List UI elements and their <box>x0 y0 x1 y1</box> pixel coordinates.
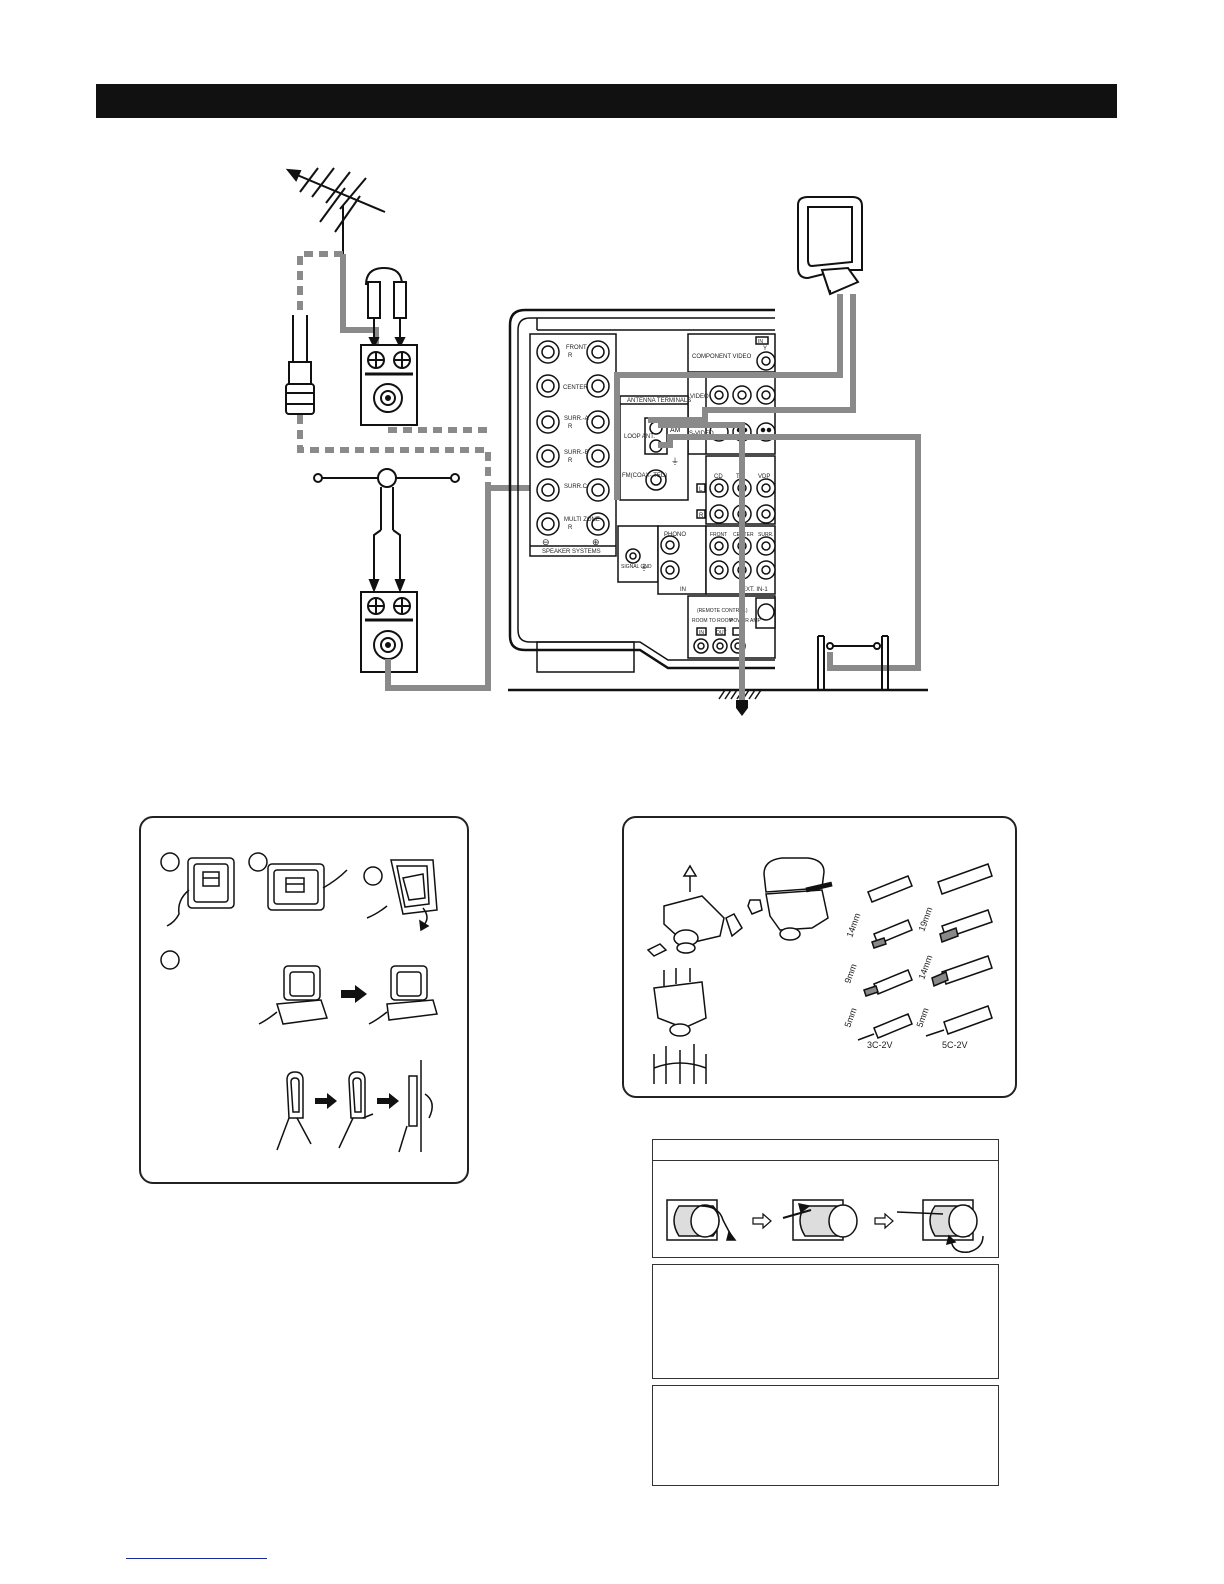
loop-step-d-illustration <box>258 965 438 1025</box>
am-label: AM <box>670 427 681 434</box>
am-loop-antenna <box>797 196 863 296</box>
coax-5c-2v-strip-sequence <box>925 863 993 1037</box>
antenna-terminals-label: ANTENNA TERMINALS <box>627 398 691 404</box>
step-c-marker <box>363 866 383 886</box>
remote-out-label: OUT <box>716 630 727 636</box>
terminal-connection-header <box>653 1140 998 1161</box>
cd-label: CD <box>714 474 723 480</box>
ext-front-label: FRONT <box>710 532 727 538</box>
remote-control-label: (REMOTE CONTROL) <box>697 608 748 614</box>
terminal-step-2-illustration <box>782 1199 858 1241</box>
speaker-label-front: FRONT <box>566 345 587 351</box>
video-label: VIDEO <box>690 394 709 400</box>
matching-transformer-upper <box>360 344 418 426</box>
polarity-plus: ⊕ <box>592 537 600 547</box>
cable-3c-2v-label: 3C-2V <box>867 1040 893 1050</box>
strip-3c-length-1: 14mm <box>844 912 862 939</box>
speaker-label-surr-c: SURR.C <box>564 484 588 490</box>
outdoor-fm-antenna <box>285 167 386 254</box>
speaker-badge-surr-b: R <box>568 458 573 464</box>
loop-step-c-illustration <box>366 859 438 932</box>
strip-5c-length-2: 14mm <box>916 954 934 981</box>
am-ground-symbol: ⏚ <box>671 457 679 466</box>
strip-5c-length-1: 19mm <box>916 906 934 933</box>
section-header-bar <box>96 84 1117 118</box>
remote-in-label: IN <box>699 630 704 636</box>
f-plug-assembled-illustration <box>653 968 707 1084</box>
coax-cable-preparation-panel: 14mm 9mm 5mm 19mm 14mm 5mm 3C-2V 5C-2V <box>622 816 1017 1098</box>
power-amp-label: POWER AMP <box>730 618 762 624</box>
room-to-room-label: ROOM TO ROOM <box>692 618 733 624</box>
matching-transformer-lower <box>360 591 418 673</box>
phono-in-label: IN <box>680 587 686 593</box>
loop-ant-label: LOOP ANT. <box>624 434 655 440</box>
component-y-label: Y <box>763 346 767 352</box>
strip-3c-length-3: 5mm <box>842 1006 858 1028</box>
loop-step-a-illustration <box>166 857 235 927</box>
left-badge: L <box>699 487 703 493</box>
antenna-connection-diagram: FRONT R CENTER SURR.-A R SURR.-B R SURR.… <box>285 167 928 716</box>
coax-3c-2v-strip-sequence <box>857 875 913 1041</box>
ext-surr-label: SURR. <box>758 532 774 538</box>
note-box-lower <box>652 1385 999 1486</box>
antenna-terminals-block <box>619 395 689 501</box>
fm-coaxial-label: FM(COAX- TED) <box>622 473 667 479</box>
speaker-terminal-block <box>529 333 617 557</box>
note-box-upper <box>652 1264 999 1379</box>
loop-antenna-assembly-panel <box>139 816 469 1184</box>
right-badge: R <box>699 513 704 519</box>
speaker-label-surr-a: SURR.-A <box>564 416 589 422</box>
component-video-badge: IN <box>758 339 763 345</box>
indoor-fm-t-antenna <box>313 468 460 593</box>
outdoor-am-wire-antenna <box>817 635 889 690</box>
receiver-rear-panel <box>508 308 775 673</box>
step-a-marker <box>160 852 180 872</box>
component-video-label: COMPONENT VIDEO <box>692 354 752 360</box>
speaker-label-center: CENTER <box>563 385 588 391</box>
footer-link-rule <box>126 1558 267 1559</box>
terminal-step-1-illustration <box>666 1199 737 1241</box>
speaker-systems-label: SPEAKER SYSTEMS <box>542 549 601 555</box>
step-b-marker <box>248 852 268 872</box>
terminal-connection-box <box>652 1139 999 1258</box>
speaker-label-surr-b: SURR.-B <box>564 450 589 456</box>
phono-label: PHONO <box>664 532 686 538</box>
ext-in-label: EXT. IN-1 <box>742 587 768 593</box>
strip-5c-length-3: 5mm <box>914 1006 930 1028</box>
speaker-badge-surr-a: R <box>568 424 573 430</box>
coax-f-connector <box>285 315 315 415</box>
terminal-step-3-illustration <box>896 1199 984 1253</box>
speaker-label-multi-zone: MULTI ZONE <box>564 517 600 523</box>
strip-3c-length-2: 9mm <box>842 962 858 984</box>
loop-wall-mount-illustration <box>276 1060 433 1153</box>
f-plug-disassembly-illustration <box>646 857 833 957</box>
signal-gnd-label: SIGNAL GND <box>621 564 652 570</box>
step-d-marker <box>160 950 180 970</box>
polarity-minus: ⊖ <box>542 537 550 547</box>
speaker-badge-multi-zone: R <box>568 525 573 531</box>
twin-lead-feeder <box>365 266 407 349</box>
vdp-label: VDP <box>758 474 770 480</box>
loop-step-b-illustration <box>267 863 348 911</box>
cable-5c-2v-label: 5C-2V <box>942 1040 968 1050</box>
signal-ground-symbol: ⏚ <box>640 563 648 572</box>
speaker-badge-front: R <box>568 353 573 359</box>
